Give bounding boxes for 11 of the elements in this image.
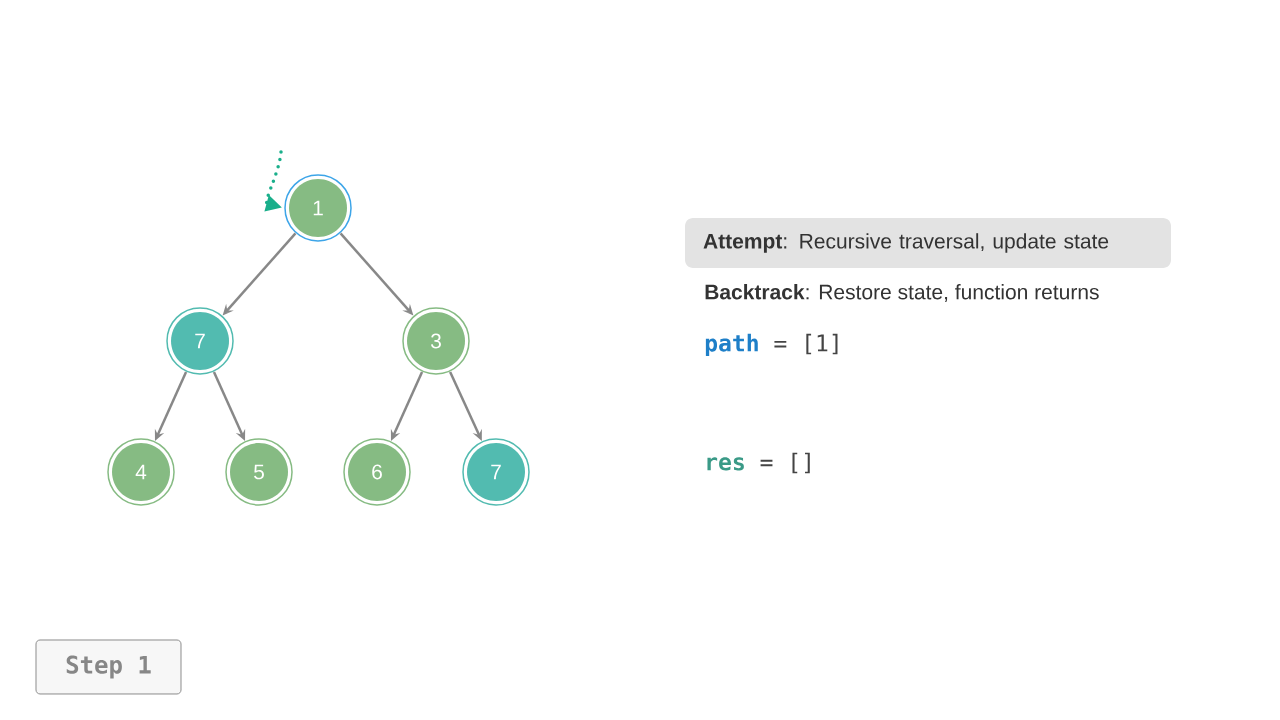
highlight-box: Attempt: Recursive traversal, update state bbox=[685, 218, 1171, 268]
code-line: res = [] bbox=[707, 452, 810, 474]
tree-node: 7 bbox=[462, 438, 530, 506]
tree-node: 7 bbox=[166, 307, 234, 375]
tree-node: 1 bbox=[284, 174, 352, 242]
code-line: path = [1] bbox=[705, 333, 838, 357]
step-button: Step 1 bbox=[35, 639, 182, 695]
tree-node: 4 bbox=[107, 438, 175, 506]
tree-node: 6 bbox=[343, 438, 411, 506]
tree-node: 5 bbox=[225, 438, 293, 506]
tree-node: 3 bbox=[402, 307, 470, 375]
